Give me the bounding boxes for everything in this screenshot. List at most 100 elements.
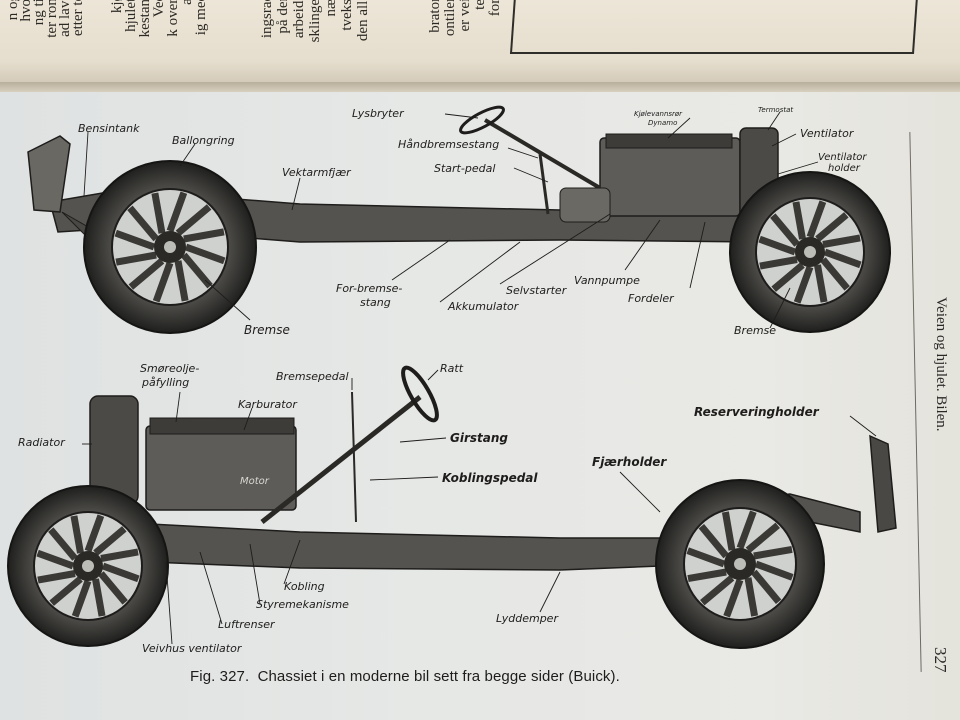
- bottom-frame-rail: [149, 493, 861, 571]
- wheel-spoke: [174, 260, 189, 302]
- label-kobling: Kobling: [284, 580, 325, 593]
- previous-page-diagram-frame: [509, 0, 919, 54]
- bottom-steering-column: [260, 395, 422, 524]
- wheel-spoke: [793, 265, 814, 304]
- previous-page-line-right-6: den alle: [355, 0, 371, 42]
- previous-page-line-left-5: etter to: [70, 0, 86, 37]
- label-styremekanisme: Styremekanisme: [256, 598, 349, 611]
- label-reserveringholder: Reserveringholder: [694, 405, 820, 419]
- wheel-spoke: [101, 562, 140, 583]
- top-leader-lines: [83, 111, 819, 329]
- wheel-spoke: [70, 515, 84, 554]
- wheel-spoke: [754, 560, 794, 581]
- wheel-spoke: [128, 258, 165, 290]
- bottom-chassis-drawing: Motor: [7, 362, 897, 655]
- wheel-spoke: [183, 228, 225, 243]
- top-steering-wheel: [459, 105, 505, 135]
- top-engine-head: [605, 133, 733, 149]
- wheel-spoke: [687, 568, 727, 583]
- wheel-spoke: [723, 578, 744, 618]
- wheel-spoke: [770, 213, 800, 247]
- wheel-spoke: [792, 201, 806, 240]
- wheel-spoke: [93, 526, 127, 556]
- wheel-spoke: [36, 549, 75, 570]
- wheel-spoke: [700, 575, 735, 606]
- label-termostat: Termostat: [758, 106, 793, 114]
- wheel-spoke: [758, 235, 797, 256]
- label-handbremsestang: Håndbremsestang: [398, 138, 499, 151]
- top-chassis-drawing: Lysbryter Bensintank Ballongring Håndbre…: [27, 105, 891, 337]
- bottom-engine-block: [145, 425, 297, 511]
- top-steering-column: [483, 118, 602, 190]
- label-karburator: Karburator: [238, 398, 298, 411]
- label-ventilator-holder-line2: holder: [828, 163, 861, 174]
- wheel-spoke: [753, 545, 793, 560]
- label-selvstarter: Selvstarter: [506, 284, 568, 297]
- chassis-figure: Lysbryter Bensintank Ballongring Håndbre…: [7, 105, 897, 655]
- bottom-engine-head: [149, 417, 295, 435]
- top-fuel-tank: [27, 135, 71, 213]
- figure-number: Fig. 327.: [190, 668, 250, 685]
- bottom-steering-wheel: [401, 365, 439, 423]
- label-koblingspedal: Koblingspedal: [442, 471, 538, 485]
- bottom-rear-wheel: [655, 479, 825, 649]
- bottom-front-wheel: [7, 485, 169, 647]
- label-veivhus-ventilator: Veivhus ventilator: [142, 642, 243, 655]
- wheel-spoke: [745, 522, 780, 553]
- wheel-spoke: [184, 243, 226, 265]
- wheel-spoke: [744, 577, 759, 617]
- label-fjaerholder: Fjærholder: [592, 455, 667, 469]
- bottom-leader-lines: [82, 369, 877, 645]
- previous-page-line-far-4: for-: [487, 0, 503, 17]
- wheel-spoke: [721, 511, 736, 551]
- wheel-spoke: [84, 514, 105, 553]
- wheel-spoke: [115, 251, 157, 266]
- label-ratt: Ratt: [440, 362, 464, 375]
- bottom-spare-carrier: [869, 434, 897, 533]
- wheel-spoke: [98, 571, 128, 605]
- wheel-spoke: [166, 191, 188, 233]
- label-ballongring: Ballongring: [172, 134, 235, 147]
- label-bensintank: Bensintank: [78, 122, 140, 135]
- wheel-spoke: [751, 569, 782, 604]
- wheel-spoke: [806, 200, 827, 239]
- previous-page-line-middle-6: ig med: [193, 0, 209, 36]
- label-startpedal: Start-pedal: [434, 162, 495, 175]
- label-dynamo: Dynamo: [648, 119, 677, 127]
- wheel-spoke: [92, 578, 106, 617]
- label-motor: Motor: [240, 476, 270, 487]
- top-gearbox: [559, 187, 611, 223]
- wheel-spoke: [686, 547, 726, 568]
- book-page: Lysbryter Bensintank Ballongring Håndbre…: [0, 92, 960, 720]
- wheel-spoke: [736, 510, 757, 550]
- label-ventilator: Ventilator: [800, 127, 855, 140]
- wheel-spoke: [151, 192, 166, 234]
- label-akkumulator: Akkumulator: [447, 300, 520, 313]
- label-vektarmfjaer: Vektarmfjær: [282, 166, 352, 179]
- label-radiator: Radiator: [18, 436, 66, 449]
- top-brake-lever: [538, 153, 550, 215]
- label-for-bremse-line1: For-bremse-: [336, 282, 402, 295]
- wheel-spoke: [815, 212, 849, 242]
- label-lyddemper: Lyddemper: [496, 612, 559, 625]
- top-engine-block: [599, 137, 741, 217]
- label-smoreolje-line1: Smøreolje-: [140, 362, 199, 375]
- top-front-wheel: [729, 171, 891, 333]
- wheel-spoke: [698, 524, 729, 559]
- label-bremse-rear: Bremse: [244, 323, 290, 337]
- label-vannpumpe: Vannpumpe: [574, 274, 640, 287]
- label-luftrenser: Luftrenser: [218, 618, 276, 631]
- label-lysbryter: Lysbryter: [352, 107, 405, 120]
- wheel-spoke: [49, 576, 83, 606]
- label-girstang: Girstang: [450, 431, 508, 445]
- running-header: Veien og hjulet. Bilen.: [933, 297, 949, 432]
- wheel-spoke: [37, 570, 76, 584]
- wheel-spoke: [175, 204, 212, 236]
- previous-page-line-middle-4: k over-: [165, 0, 181, 37]
- wheel-spoke: [820, 257, 850, 291]
- wheel-spoke: [100, 548, 139, 562]
- wheel-spoke: [71, 579, 92, 618]
- label-bremse-front: Bremse: [734, 324, 776, 337]
- label-fordeler: Fordeler: [628, 292, 675, 305]
